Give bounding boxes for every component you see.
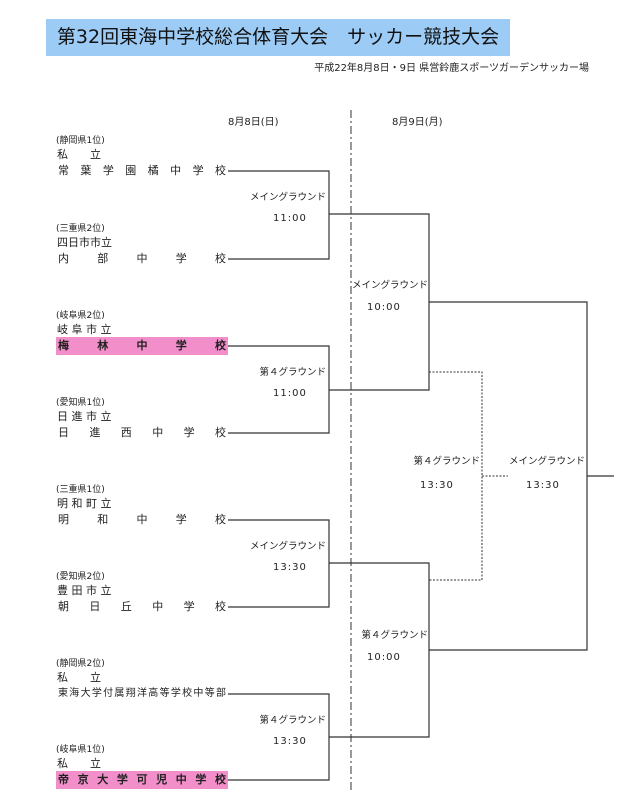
round1-match-ground: 第４グラウンド	[259, 715, 326, 726]
round1-match-time: 13:30	[273, 736, 307, 747]
final-lines	[429, 301, 614, 651]
team-name: 日進西中学校	[58, 426, 226, 439]
final-match-ground: メイングラウンド	[508, 456, 585, 467]
team-name: 東海大学付属翔洋高等学校中等部	[58, 688, 226, 699]
day1-header: 8月8日(日)	[228, 117, 279, 128]
team-school-type: 私 立	[57, 757, 101, 770]
final-match-time: 13:30	[526, 480, 560, 491]
team-school-type: 四日市市立	[57, 236, 112, 249]
semifinal-2-ground: 第４グラウンド	[361, 630, 428, 641]
team-school-type: 日 進 市 立	[57, 410, 112, 423]
page-title: 第32回東海中学校総合体育大会 サッカー競技大会	[46, 19, 510, 56]
semifinal-2-time: 10:00	[367, 652, 401, 663]
team-name: 梅林中学校	[56, 337, 228, 355]
third-place-lines	[429, 371, 508, 581]
semifinal-1-ground: メイングラウンド	[351, 280, 428, 291]
team-prefecture-rank: (静岡県1位)	[56, 136, 105, 146]
event-date-venue: 平成22年8月8日・9日 県営鈴鹿スポーツガーデンサッカー場	[314, 63, 589, 74]
round1-match-time: 11:00	[273, 388, 307, 399]
team-prefecture-rank: (静岡県2位)	[56, 659, 105, 669]
team-school-type: 私 立	[57, 671, 101, 684]
team-school-type: 岐 阜 市 立	[57, 323, 112, 336]
team-prefecture-rank: (岐阜県1位)	[56, 745, 105, 755]
team-name: 内部中学校	[58, 252, 226, 265]
third-place-match-ground: 第４グラウンド	[413, 456, 480, 467]
team-school-type: 豊 田 市 立	[57, 584, 112, 597]
team-prefecture-rank: (愛知県2位)	[56, 572, 105, 582]
round1-match-time: 13:30	[273, 562, 307, 573]
team-name: 朝日丘中学校	[58, 600, 226, 613]
team-school-type: 私 立	[57, 148, 101, 161]
round1-match-ground: メイングラウンド	[249, 192, 326, 203]
round1-match-time: 11:00	[273, 213, 307, 224]
semifinal-1-time: 10:00	[367, 302, 401, 313]
team-prefecture-rank: (愛知県1位)	[56, 398, 105, 408]
round1-lines	[228, 170, 330, 781]
third-place-match-time: 13:30	[420, 480, 454, 491]
round1-match-ground: 第４グラウンド	[259, 367, 326, 378]
team-prefecture-rank: (三重県2位)	[56, 224, 105, 234]
team-school-type: 明 和 町 立	[57, 497, 112, 510]
team-name: 明和中学校	[58, 513, 226, 526]
team-name: 帝京大学可児中学校	[56, 771, 228, 789]
round1-match-ground: メイングラウンド	[249, 541, 326, 552]
team-name: 常葉学園橘中学校	[58, 164, 226, 177]
day2-header: 8月9日(月)	[392, 117, 443, 128]
team-prefecture-rank: (岐阜県2位)	[56, 311, 105, 321]
team-prefecture-rank: (三重県1位)	[56, 485, 105, 495]
